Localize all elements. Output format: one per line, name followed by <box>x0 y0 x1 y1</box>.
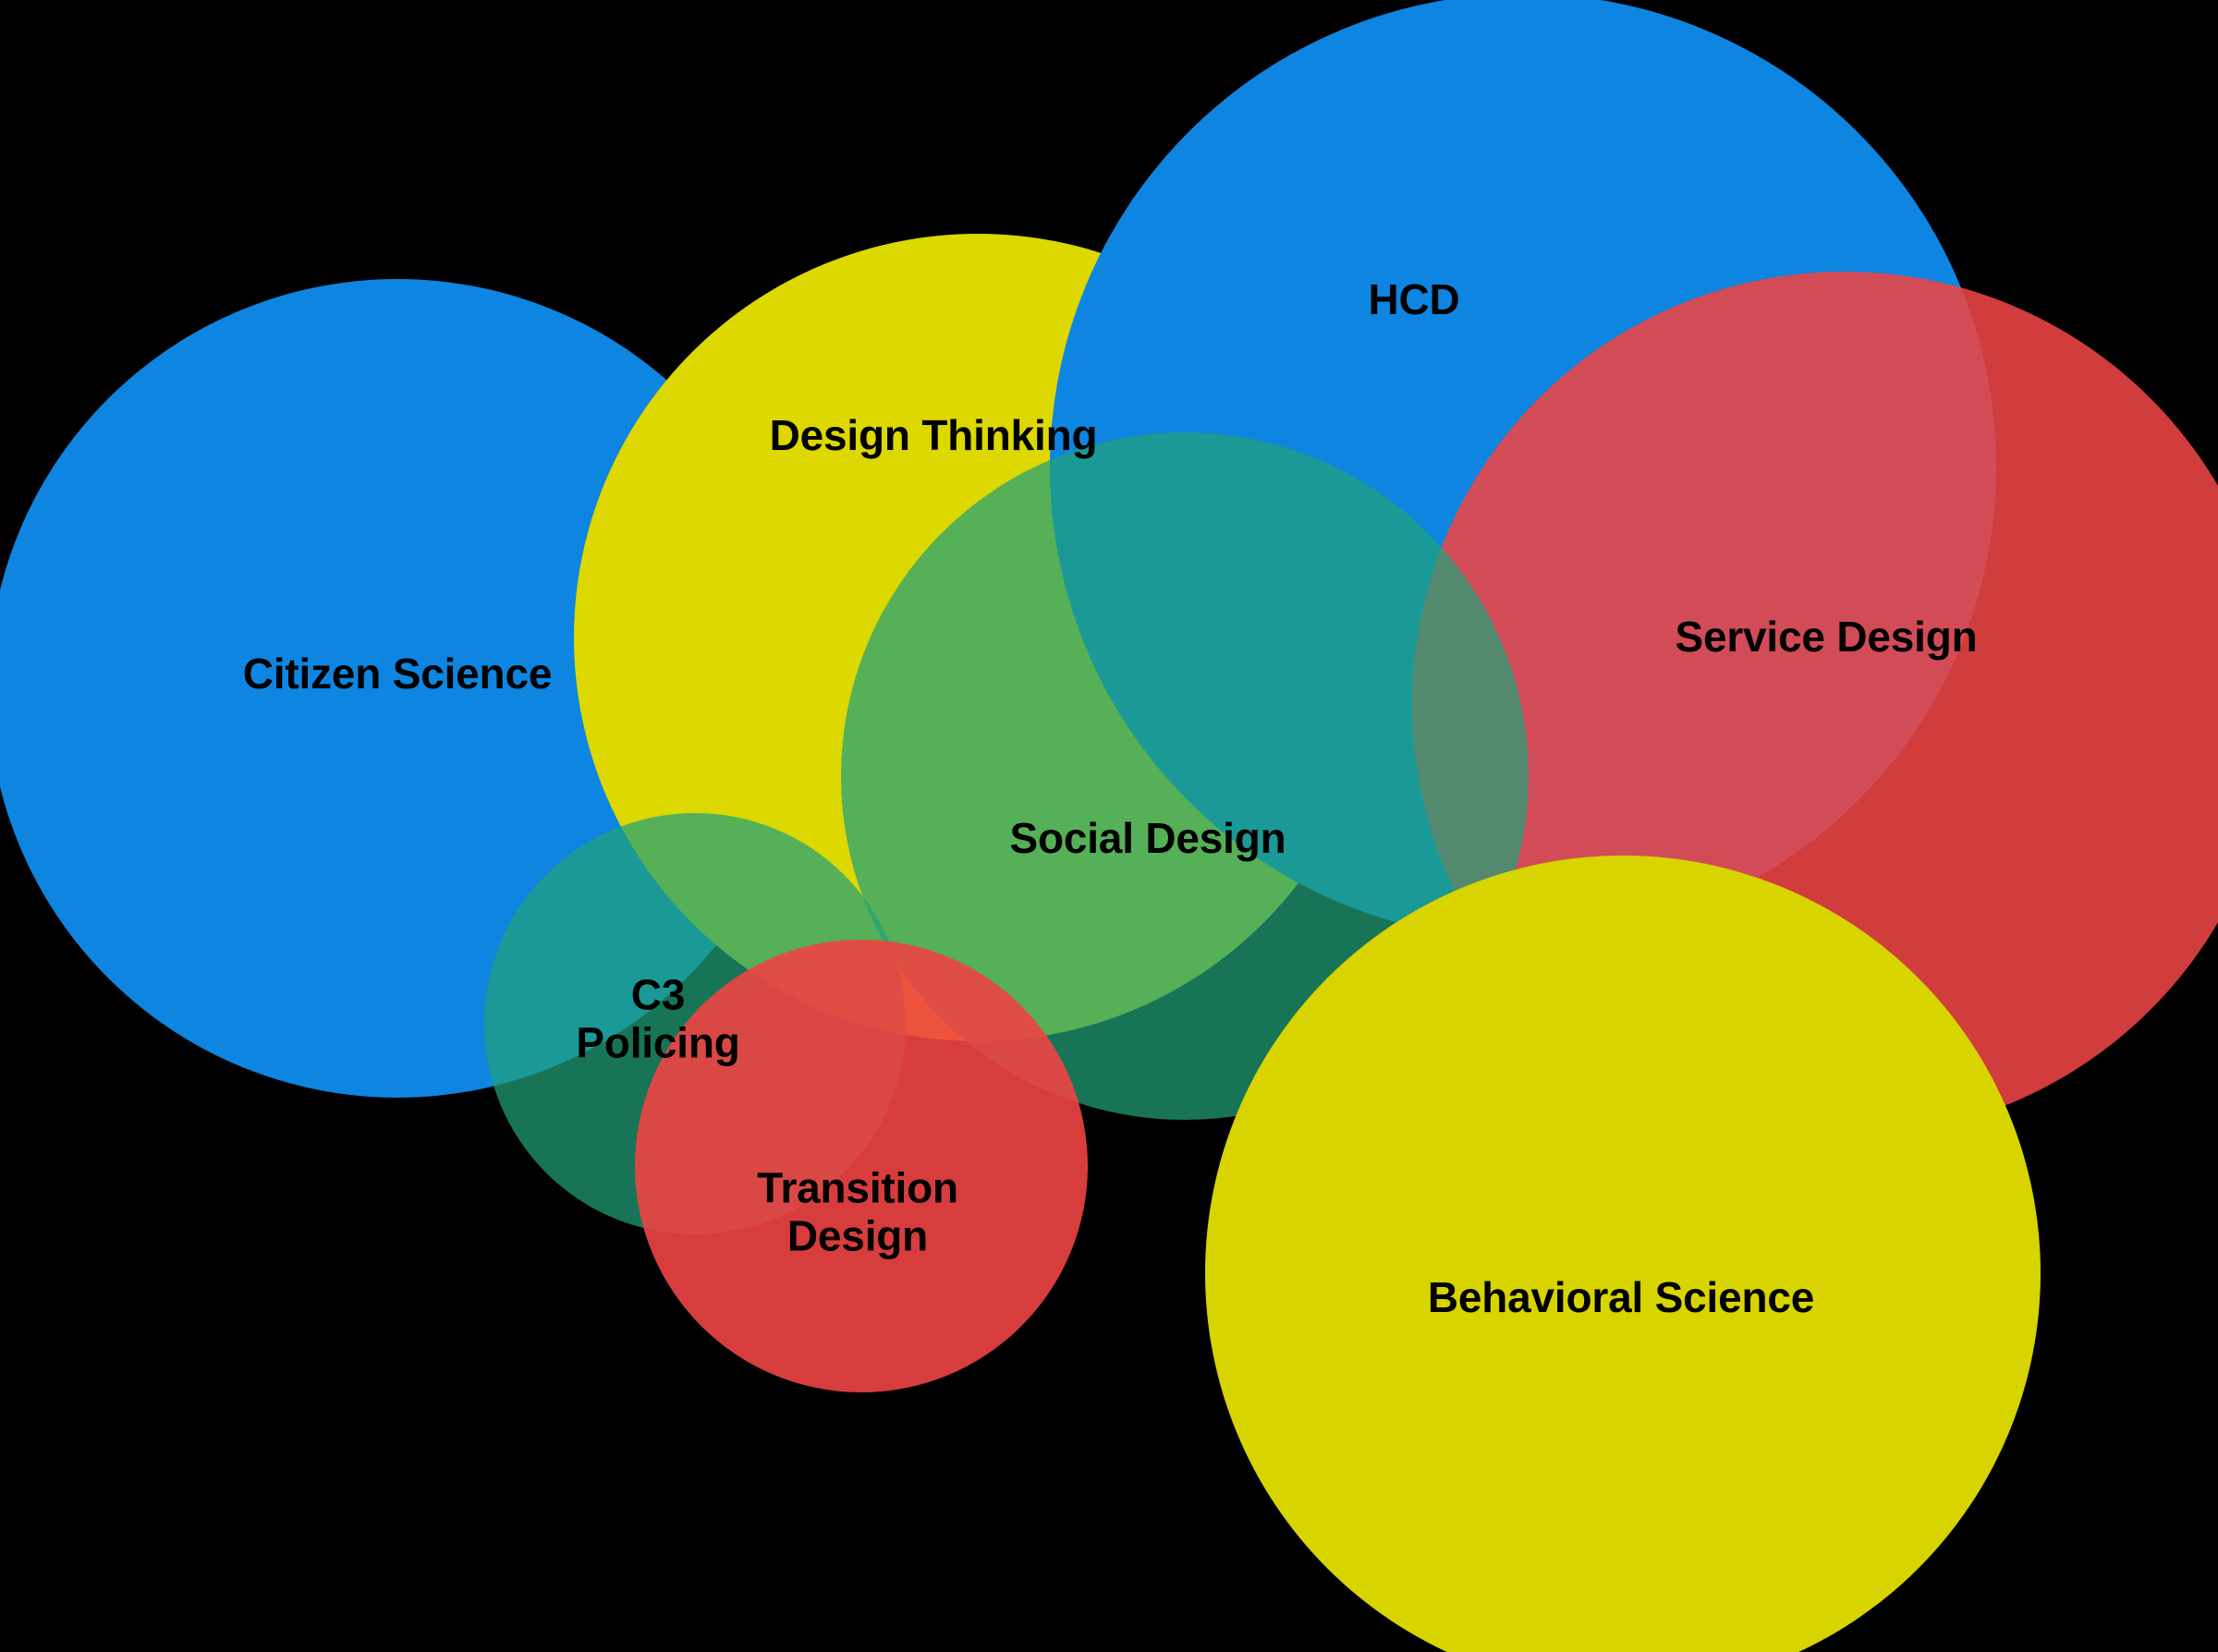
set-social-design[interactable] <box>841 432 1529 1120</box>
circle-social-design[interactable] <box>841 432 1529 1120</box>
set-behavioral-science[interactable] <box>1205 856 2041 1652</box>
circle-transition-design[interactable] <box>635 940 1088 1392</box>
circle-behavioral-science[interactable] <box>1205 856 2041 1652</box>
set-transition-design[interactable] <box>635 940 1088 1392</box>
